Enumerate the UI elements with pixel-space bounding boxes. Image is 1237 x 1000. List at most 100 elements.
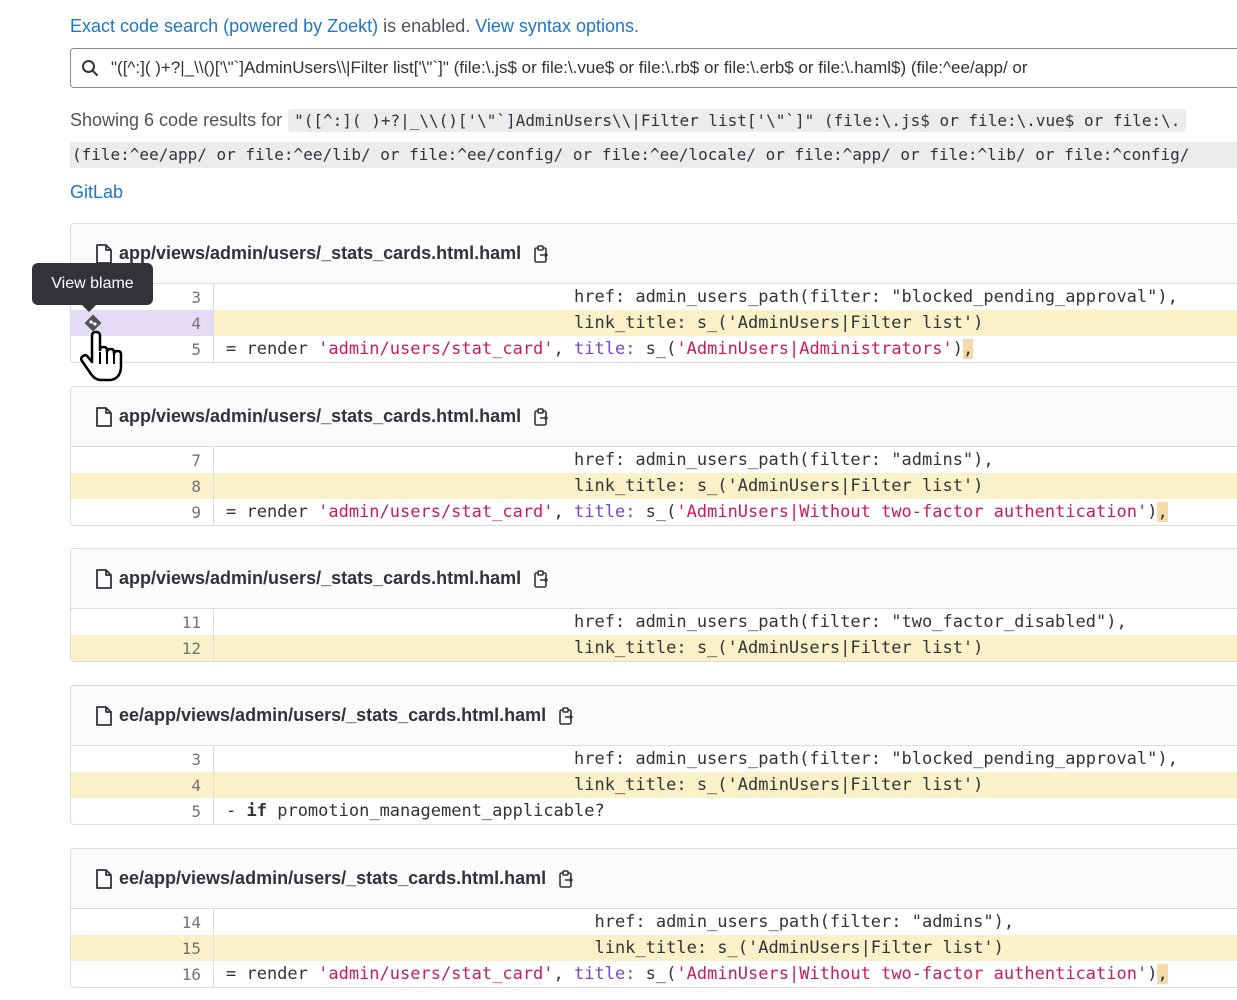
line-number-link[interactable]: 4 <box>191 313 201 333</box>
code-text: href: admin_users_path(filter: "blocked_… <box>574 749 1178 769</box>
code-indent <box>226 612 574 632</box>
search-input[interactable] <box>111 58 1237 78</box>
code-line: 15 link_title: s_('AdminUsers|Filter lis… <box>71 935 1237 961</box>
result-file-card: ee/app/views/admin/users/_stats_cards.ht… <box>70 685 1237 825</box>
code-indent <box>226 775 574 795</box>
line-gutter[interactable]: 5 <box>71 798 214 824</box>
code-string: 'AdminUsers|Without two-factor authentic… <box>676 964 1148 984</box>
line-number-link[interactable]: 15 <box>181 938 201 958</box>
line-gutter[interactable]: 9 <box>71 499 214 525</box>
code-punct <box>267 801 277 821</box>
code-content: link_title: s_('AdminUsers|Filter list') <box>214 313 983 333</box>
tooltip-arrow <box>82 305 96 312</box>
code-content: href: admin_users_path(filter: "admins")… <box>214 912 1014 932</box>
file-path-link[interactable]: app/views/admin/users/_stats_cards.html.… <box>119 243 522 263</box>
line-number-link[interactable]: 12 <box>181 638 201 658</box>
line-number-link[interactable]: 11 <box>181 612 201 632</box>
file-path-link[interactable]: app/views/admin/users/_stats_cards.html.… <box>119 406 522 426</box>
code-content: - if promotion_management_applicable? <box>214 801 605 821</box>
code-line: 5 = render 'admin/users/stat_card', title… <box>71 336 1237 362</box>
code-content: link_title: s_('AdminUsers|Filter list') <box>214 775 983 795</box>
file-header: app/views/admin/users/_stats_cards.html.… <box>71 387 1237 447</box>
code-render: = render <box>226 964 319 984</box>
copy-icon[interactable] <box>531 407 551 427</box>
file-icon <box>95 406 113 427</box>
line-gutter[interactable]: 12 <box>71 635 214 661</box>
code-string: 'admin/users/stat_card' <box>318 964 554 984</box>
code-content: = render 'admin/users/stat_card', title:… <box>214 502 1168 522</box>
file-path-link[interactable]: app/views/admin/users/_stats_cards.html.… <box>119 568 522 588</box>
line-gutter[interactable]: 7 <box>71 447 214 473</box>
code-text: link_title: s_('AdminUsers|Filter list') <box>574 775 984 795</box>
code-line: 12 link_title: s_('AdminUsers|Filter lis… <box>71 635 1237 661</box>
file-header: ee/app/views/admin/users/_stats_cards.ht… <box>71 849 1237 909</box>
code-line: 7 href: admin_users_path(filter: "admins… <box>71 447 1237 473</box>
file-icon <box>95 705 113 726</box>
search-box[interactable] <box>70 48 1237 88</box>
code-text: link_title: s_('AdminUsers|Filter list') <box>574 638 984 658</box>
line-number-link[interactable]: 9 <box>191 502 201 522</box>
line-number-link[interactable]: 16 <box>181 964 201 984</box>
line-gutter[interactable]: 16 <box>71 961 214 987</box>
code-text: promotion_management_applicable? <box>277 801 605 821</box>
line-number-link[interactable]: 8 <box>191 476 201 496</box>
file-header: app/views/admin/users/_stats_cards.html.… <box>71 224 1237 284</box>
code-text: href: admin_users_path(filter: "admins")… <box>574 450 994 470</box>
code-string: 'admin/users/stat_card' <box>318 502 554 522</box>
line-number-link[interactable]: 14 <box>181 912 201 932</box>
code-trailing-comma: , <box>962 339 974 359</box>
file-path-link[interactable]: ee/app/views/admin/users/_stats_cards.ht… <box>119 868 547 888</box>
line-gutter[interactable]: 15 <box>71 935 214 961</box>
project-link[interactable]: GitLab <box>70 182 124 202</box>
results-count-text: Showing 6 code results for <box>70 110 283 130</box>
code-line: 9 = render 'admin/users/stat_card', title… <box>71 499 1237 525</box>
code-call: s_( <box>635 964 677 984</box>
result-file-card: ee/app/views/admin/users/_stats_cards.ht… <box>70 848 1237 988</box>
file-path-link[interactable]: ee/app/views/admin/users/_stats_cards.ht… <box>119 705 547 725</box>
line-gutter[interactable]: 14 <box>71 909 214 935</box>
line-number-link[interactable]: 4 <box>191 775 201 795</box>
line-gutter[interactable]: 8 <box>71 473 214 499</box>
line-number-link[interactable]: 3 <box>191 749 201 769</box>
file-icon <box>95 243 113 264</box>
copy-icon[interactable] <box>531 569 551 589</box>
code-trailing-comma: , <box>1157 502 1168 522</box>
code-symbol: title: <box>574 502 636 522</box>
code-text: link_title: s_('AdminUsers|Filter list') <box>594 938 1004 958</box>
code-line: 5 - if promotion_management_applicable? <box>71 798 1237 824</box>
zoekt-link[interactable]: Exact code search (powered by Zoekt) <box>70 16 379 36</box>
line-gutter[interactable]: 4 <box>71 772 214 798</box>
line-gutter[interactable]: 11 <box>71 609 214 635</box>
line-number-link[interactable]: 3 <box>191 287 201 307</box>
copy-icon[interactable] <box>531 244 551 264</box>
code-content: href: admin_users_path(filter: "admins")… <box>214 450 994 470</box>
code-punct: ) <box>952 339 963 359</box>
line-number-link[interactable]: 7 <box>191 450 201 470</box>
code-text: link_title: s_('AdminUsers|Filter list') <box>574 476 984 496</box>
line-number-link[interactable]: 5 <box>191 339 201 359</box>
blame-icon[interactable] <box>83 313 103 333</box>
code-punct: ) <box>1147 964 1158 984</box>
result-file-card: app/views/admin/users/_stats_cards.html.… <box>70 223 1237 363</box>
code-punct: , <box>553 964 575 984</box>
line-gutter[interactable]: 3 <box>71 746 214 772</box>
syntax-options-link[interactable]: View syntax options. <box>475 16 639 36</box>
file-icon <box>95 868 113 889</box>
line-number-link[interactable]: 5 <box>191 801 201 821</box>
code-punct: ) <box>1147 502 1158 522</box>
code-punct: - <box>226 801 247 821</box>
code-content: link_title: s_('AdminUsers|Filter list') <box>214 638 983 658</box>
code-content: = render 'admin/users/stat_card', title:… <box>214 339 974 359</box>
code-line: 4 link_title: s_('AdminUsers|Filter list… <box>71 310 1237 336</box>
code-string: 'AdminUsers|Administrators' <box>676 339 953 359</box>
code-string: 'AdminUsers|Without two-factor authentic… <box>676 502 1148 522</box>
code-content: link_title: s_('AdminUsers|Filter list') <box>214 476 983 496</box>
code-render: = render <box>226 502 319 522</box>
code-text: href: admin_users_path(filter: "admins")… <box>594 912 1015 932</box>
copy-icon[interactable] <box>556 706 576 726</box>
copy-icon[interactable] <box>556 869 576 889</box>
results-query-line2: (file:^ee/app/ or file:^ee/lib/ or file:… <box>70 142 1237 168</box>
code-punct: , <box>553 502 575 522</box>
code-call: s_( <box>635 502 677 522</box>
file-header: ee/app/views/admin/users/_stats_cards.ht… <box>71 686 1237 746</box>
